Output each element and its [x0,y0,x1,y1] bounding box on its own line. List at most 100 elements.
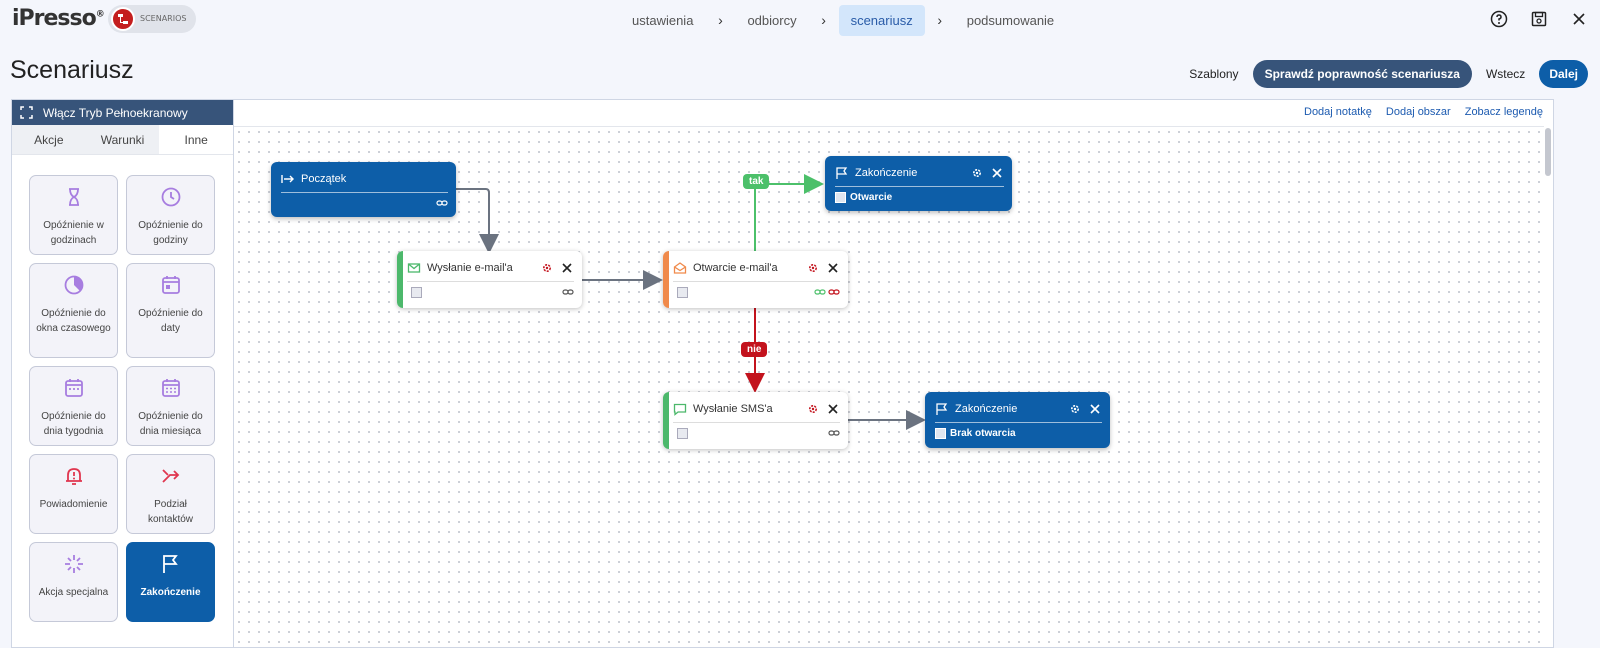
next-button[interactable]: Dalej [1539,60,1588,88]
scenario-canvas: Dodaj notatkę Dodaj obszar Zobacz legend… [234,99,1554,648]
no-branch-label: nie [741,342,768,357]
tile-delay-hours[interactable]: Opóźnienie w godzinach [29,175,118,255]
gear-icon[interactable] [1068,402,1082,416]
node-checkbox[interactable] [835,192,846,203]
connector-start-email [456,188,499,254]
calendar-date-icon [161,276,180,294]
step-scenario[interactable]: scenariusz [838,4,925,36]
node-checkbox[interactable] [935,428,946,439]
chevron-right-icon: › [718,12,723,28]
connector-yes [754,174,824,252]
gear-icon[interactable] [806,402,820,416]
fullscreen-icon [20,106,33,119]
start-node-header: Początek [281,169,448,189]
sparkle-icon [64,555,83,573]
split-arrows-icon [161,469,179,483]
ipresso-logo[interactable]: iPresso® [12,6,105,31]
bell-alert-icon [65,468,82,485]
close-icon[interactable] [560,261,574,275]
node-checkbox[interactable] [411,287,422,298]
module-badge[interactable]: SCENARIOS [108,5,196,33]
validate-scenario-button[interactable]: Sprawdź poprawność scenariusza [1252,60,1472,88]
envelope-icon [407,263,421,273]
node-checkbox[interactable] [677,428,688,439]
fullscreen-toggle[interactable]: Włącz Tryb Pełnoekranowy [12,100,233,125]
email-send-header: Wysłanie e-mail'a [407,258,574,278]
no-link-icon[interactable] [828,286,840,301]
element-tiles: Opóźnienie w godzinach Opóźnienie do god… [29,175,219,622]
save-icon[interactable] [1530,10,1548,28]
open-envelope-icon [673,262,687,274]
tile-delay-hour[interactable]: Opóźnienie do godziny [126,175,215,255]
fullscreen-label: Włącz Tryb Pełnoekranowy [43,105,188,120]
yes-link-icon[interactable] [814,286,826,301]
templates-button[interactable]: Szablony [1189,67,1239,81]
add-note-link[interactable]: Dodaj notatkę [1304,106,1372,118]
add-area-link[interactable]: Dodaj obszar [1385,106,1451,118]
canvas-links: Dodaj notatkę Dodaj obszar Zobacz legend… [1304,106,1543,118]
email-open-node[interactable]: Otwarcie e-mail'a [663,251,848,308]
end-node-title: Zakończenie [955,403,1018,415]
calendar-week-icon [64,379,83,397]
tab-other[interactable]: Inne [159,125,234,154]
link-icon[interactable] [828,427,840,442]
page-title: Scenariusz [10,56,134,84]
link-icon[interactable] [562,286,574,301]
gear-icon[interactable] [806,261,820,275]
tile-end[interactable]: Zakończenie [126,542,215,622]
tile-delay-monthday[interactable]: Opóźnienie do dnia miesiąca [126,366,215,446]
close-icon[interactable] [1570,10,1588,28]
wizard-steps: ustawienia › odbiorcy › scenariusz › pod… [620,4,1066,36]
calendar-month-icon [161,379,180,397]
end-node-header: Zakończenie [935,399,1102,419]
node-checkbox[interactable] [677,287,688,298]
panel-tabs: Akcje Warunki Inne [12,125,234,155]
flag-icon [162,555,178,573]
step-summary[interactable]: podsumowanie [966,12,1055,28]
node-strip [663,392,669,449]
email-send-title: Wysłanie e-mail'a [427,262,513,274]
start-arrow-icon [281,175,294,183]
end-node-label: Brak otwarcia [950,428,1016,439]
page-actions: Szablony Sprawdź poprawność scenariusza … [1189,60,1588,88]
close-icon[interactable] [1088,402,1102,416]
tile-delay-date[interactable]: Opóźnienie do daty [126,263,215,358]
sms-send-node[interactable]: Wysłanie SMS'a [663,392,848,449]
chevron-right-icon: › [821,12,826,28]
hourglass-icon [68,188,79,206]
flag-icon [836,167,848,179]
gear-icon[interactable] [970,166,984,180]
close-icon[interactable] [826,402,840,416]
tile-contact-split[interactable]: Podział kontaktów [126,454,215,534]
tab-conditions[interactable]: Warunki [100,133,145,147]
tab-actions[interactable]: Akcje [34,133,64,147]
email-send-node[interactable]: Wysłanie e-mail'a [397,251,582,308]
back-button[interactable]: Wstecz [1485,67,1526,81]
divider [281,192,448,193]
tile-delay-weekday[interactable]: Opóźnienie do dnia tygodnia [29,366,118,446]
tile-notification[interactable]: Powiadomienie [29,454,118,534]
link-icon[interactable] [436,197,448,212]
legend-link[interactable]: Zobacz legendę [1464,106,1543,118]
close-icon[interactable] [990,166,1004,180]
close-icon[interactable] [826,261,840,275]
start-node-title: Początek [301,173,347,185]
end-node-header: Zakończenie [835,163,1004,183]
canvas-scrollbar[interactable] [1545,128,1551,176]
divider [407,281,574,282]
gear-icon[interactable] [540,261,554,275]
scenario-module-icon [111,7,135,31]
tile-delay-time-window[interactable]: Opóźnienie do okna czasowego [29,263,118,358]
end-node-opened[interactable]: Zakończenie Otwarcie [825,156,1012,211]
step-recipients[interactable]: odbiorcy [747,12,797,28]
step-settings[interactable]: ustawienia [632,12,694,28]
end-node-not-opened[interactable]: Zakończenie Brak otwarcia [925,392,1110,448]
divider [673,422,840,423]
elements-panel: Włącz Tryb Pełnoekranowy Akcje Warunki I… [11,99,234,648]
sms-bubble-icon [673,403,687,416]
tile-special-action[interactable]: Akcja specjalna [29,542,118,622]
top-bar: iPresso® SCENARIOS ustawienia › odbiorcy… [0,0,1600,38]
start-node[interactable]: Początek [271,162,456,217]
help-icon[interactable] [1490,10,1508,28]
email-open-title: Otwarcie e-mail'a [693,262,778,274]
